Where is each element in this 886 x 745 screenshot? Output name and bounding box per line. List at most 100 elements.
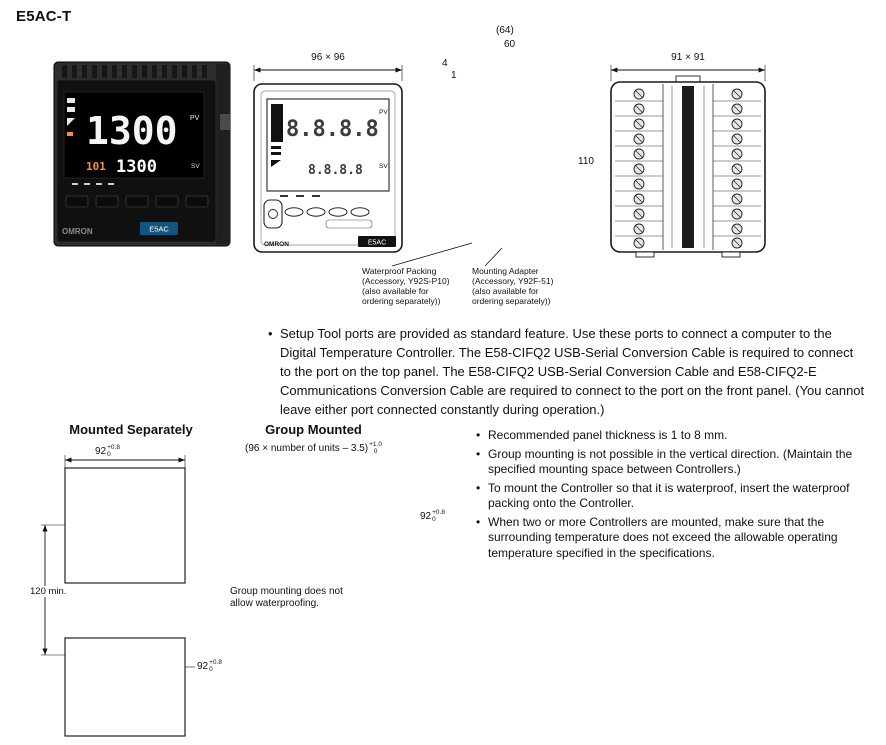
- photo-branding: OMRON E5AC: [62, 222, 178, 236]
- side-packing-thickness-label: 1: [449, 70, 459, 81]
- separate-width2-value: 92: [197, 661, 209, 672]
- setup-note-bullet: •: [268, 326, 273, 341]
- waterproof-packing-line2: (Accessory, Y92S-P10): [362, 276, 450, 286]
- front-dimension-label: 96 × 96: [250, 52, 406, 63]
- product-photo: 1300 PV 101 1300 SV OMRON E5AC: [52, 58, 232, 250]
- side-depth-case-label: 60: [502, 39, 518, 50]
- front-view-art: 8.8.8.8 PV 8.8.8.8 SV OMRON E5AC: [253, 65, 403, 253]
- rear-dimension-lines: [610, 65, 766, 81]
- photo-brand-logo: OMRON: [62, 227, 93, 236]
- separate-width2-tol-sup: +0.8: [209, 659, 222, 666]
- side-dimension-lines: [444, 33, 576, 246]
- mounting-note-item: • Group mounting is not possible in the …: [476, 447, 870, 478]
- front-display: 8.8.8.8 PV 8.8.8.8 SV: [266, 98, 390, 197]
- front-sv-segments: 8.8.8.8: [308, 163, 363, 178]
- accessory-leader-lines: [391, 242, 503, 267]
- mounting-adapter-line3: (also available for: [472, 286, 539, 296]
- side-view-drawing: (64) 60 4 1 110: [440, 25, 600, 280]
- photo-pv-label: PV: [190, 115, 200, 122]
- group-dimension-lines: [221, 453, 419, 577]
- waterproof-packing-line3: (also available for: [362, 286, 429, 296]
- note-text-4: When two or more Controllers are mounted…: [488, 514, 838, 560]
- photo-sv-small-digits: 101: [86, 160, 106, 173]
- side-waterproof-packing: [470, 88, 474, 242]
- mounting-note-item: • Recommended panel thickness is 1 to 8 …: [476, 428, 870, 444]
- setup-tool-note: • Setup Tool ports are provided as stand…: [268, 324, 866, 419]
- panel-cutout-bottom: [64, 637, 186, 737]
- side-depth-total-label: (64): [494, 25, 516, 36]
- setup-note-text: Setup Tool ports are provided as standar…: [280, 326, 865, 417]
- front-branding: OMRON E5AC: [264, 236, 396, 248]
- group-height-value: 92: [420, 511, 432, 522]
- mounting-notes-list: • Recommended panel thickness is 1 to 8 …: [476, 428, 870, 564]
- mounting-adapter-line2: (Accessory, Y92F-51): [472, 276, 554, 286]
- separate-width-tol-sub: 0: [107, 450, 111, 458]
- group-formula-tol-sup: +1.0: [369, 441, 382, 448]
- waterproof-packing-line1: Waterproof Packing: [362, 266, 437, 276]
- group-height-tol-sub: 0: [432, 515, 436, 523]
- group-mounted-title: Group Mounted: [265, 422, 362, 437]
- group-formula-text: (96 × number of units – 3.5): [245, 443, 369, 454]
- front-pv-label: PV: [379, 109, 388, 116]
- group-height-tol-sup: +0.8: [432, 509, 445, 516]
- mounting-adapter-line1: Mounting Adapter: [472, 266, 539, 276]
- waterproof-packing-line4: ordering separately)): [362, 296, 441, 306]
- note-text-3: To mount the Controller so that it is wa…: [488, 480, 850, 511]
- side-terminal-block: [544, 93, 559, 237]
- photo-pv-digits: 1300: [86, 109, 178, 153]
- mounted-separately-title: Mounted Separately: [69, 422, 193, 437]
- rear-body: [610, 75, 766, 258]
- group-formula-tol-sub: 0: [373, 447, 378, 455]
- front-dimension-lines: [253, 65, 403, 81]
- rear-screw-slots: [634, 89, 742, 248]
- photo-sv-label: SV: [191, 163, 200, 170]
- note-text-1: Recommended panel thickness is 1 to 8 mm…: [488, 428, 728, 442]
- rear-view-art: [610, 65, 766, 258]
- mounting-note-item: • When two or more Controllers are mount…: [476, 515, 870, 562]
- note-text-2: Group mounting is not possible in the ve…: [488, 446, 853, 477]
- side-bezel-thickness-label: 4: [440, 58, 450, 69]
- panel-cutout-top: [64, 467, 186, 584]
- photo-model-label: E5AC: [149, 225, 169, 234]
- photo-buttons: [65, 195, 209, 208]
- front-pv-segments: 8.8.8.8: [286, 117, 379, 142]
- note-bullet: •: [476, 446, 481, 461]
- rear-terminal-rows: [615, 100, 761, 237]
- mounting-adapter-line4: ordering separately)): [472, 296, 551, 306]
- photo-sv-digits: 1300: [116, 157, 157, 177]
- front-brand-logo: OMRON: [264, 241, 289, 248]
- side-vent-slats: [477, 92, 542, 238]
- note-bullet: •: [476, 514, 481, 529]
- group-waterproof-note: Group mounting does not allow waterproof…: [230, 586, 343, 609]
- side-mounting-adapter: [496, 82, 512, 248]
- photo-display: 1300 PV 101 1300 SV: [63, 91, 205, 185]
- group-mounted-art: [221, 453, 419, 577]
- side-height-label: 110: [576, 156, 596, 167]
- separate-width2-tol-sub: 0: [209, 665, 213, 673]
- vertical-spacing-dimension: 120 min.: [28, 586, 69, 597]
- mounting-note-item: • To mount the Controller so that it is …: [476, 481, 870, 512]
- waterproof-packing-label: Waterproof Packing (Accessory, Y92S-P10)…: [362, 266, 462, 306]
- separate-width-tol-sup: +0.8: [107, 444, 120, 451]
- front-buttons: [284, 207, 373, 229]
- note-bullet: •: [476, 480, 481, 495]
- side-top-port-cover: [477, 77, 491, 86]
- photo-indicator-dots: [72, 183, 114, 185]
- side-body: [455, 77, 559, 248]
- group-cutout-rect: [221, 465, 406, 577]
- front-sv-label: SV: [379, 163, 388, 170]
- page-title: E5AC-T: [16, 8, 72, 25]
- front-view-drawing: 96 × 96 8.8.8.8 PV 8.8.8.8 SV: [250, 52, 406, 266]
- mounted-separately-art: [41, 455, 195, 737]
- panel-cutouts: [64, 467, 186, 737]
- front-port-cover: [263, 199, 283, 229]
- separate-width-value: 92: [95, 446, 107, 457]
- rear-dimension-label: 91 × 91: [606, 52, 770, 63]
